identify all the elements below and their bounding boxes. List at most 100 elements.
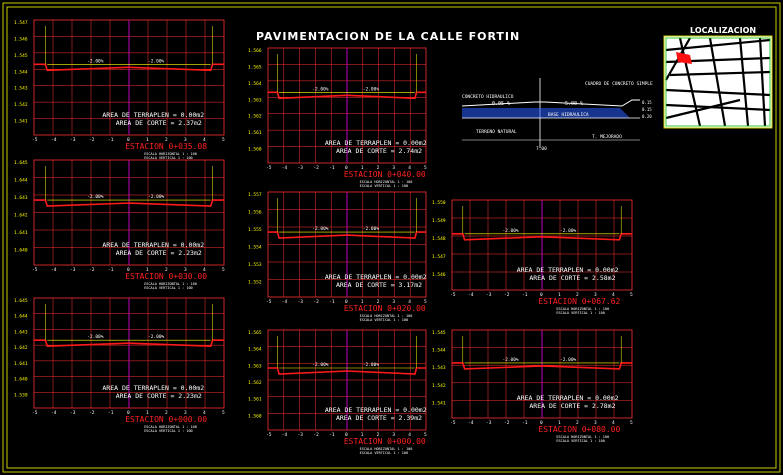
y-tick-label: 1.553 — [248, 262, 262, 268]
y-tick-label: 1.539 — [14, 392, 28, 398]
x-tick-label: 4 — [203, 137, 206, 143]
x-tick-label: -5 — [32, 410, 38, 416]
x-tick-label: 2 — [576, 292, 579, 298]
map-street — [665, 98, 741, 120]
y-tick-label: 1.640 — [14, 248, 28, 254]
typical-drainage-label: CUADRO DE CONCRETO SIMPLE — [585, 81, 653, 87]
y-tick-label: 1.544 — [14, 69, 28, 75]
slope-left-label: -2.00% — [87, 58, 104, 64]
y-tick-label: 1.547 — [14, 20, 28, 26]
y-tick-label: 1.550 — [432, 200, 446, 206]
fill-area-label: AREA DE TERRAPLEN = 0.00m2 — [517, 394, 619, 402]
typical-base-label: BASE HIDRAULICA — [548, 112, 589, 118]
x-tick-label: -5 — [450, 292, 456, 298]
x-tick-label: 2 — [576, 420, 579, 426]
y-tick-label: 1.642 — [14, 213, 28, 219]
slope-right-label: -2.00% — [363, 362, 380, 368]
station-label: ESTACION 0+080.00 — [538, 425, 620, 434]
cross-section-s3: 1.6451.6441.6431.6421.6411.640-5-4-3-2-1… — [14, 159, 225, 290]
scale-vertical: ESCALA VERTICAL 1 : 100 — [144, 156, 192, 160]
scale-horizontal: ESCALA HORIZONTAL 1 : 100 — [144, 152, 197, 156]
fill-area-label: AREA DE TERRAPLEN = 0.00m2 — [325, 406, 427, 414]
slope-right-label: -2.00% — [148, 194, 165, 200]
x-tick-label: 4 — [408, 432, 411, 438]
y-tick-label: 1.563 — [248, 97, 262, 103]
y-tick-label: 1.641 — [14, 230, 28, 236]
y-tick-label: 1.542 — [432, 383, 446, 389]
scale-vertical: ESCALA VERTICAL 1 : 100 — [360, 451, 408, 455]
x-tick-label: -4 — [51, 137, 57, 143]
station-label: ESTACION 0+040.00 — [344, 170, 426, 179]
x-tick-label: -3 — [486, 420, 492, 426]
y-tick-label: 1.541 — [432, 400, 446, 406]
y-tick-label: 1.546 — [14, 36, 28, 42]
typical-concrete-label: CONCRETO HIDRAULICO — [462, 94, 514, 100]
station-label: ESTACION 0+020.00 — [344, 304, 426, 313]
x-tick-label: 1 — [558, 292, 561, 298]
slope-right-label: -2.00% — [363, 226, 380, 232]
x-tick-label: 5 — [424, 299, 427, 305]
x-tick-label: -1 — [108, 410, 114, 416]
cross-section-s2: 1.5661.5651.5641.5631.5621.5611.560-5-4-… — [248, 47, 427, 188]
x-tick-label: 3 — [392, 299, 395, 305]
x-tick-label: -1 — [329, 432, 335, 438]
slope-left-label: -2.00% — [502, 357, 519, 363]
x-tick-label: 3 — [594, 292, 597, 298]
slope-right-label: -2.00% — [363, 86, 380, 92]
map-street — [758, 37, 767, 127]
x-tick-label: 5 — [222, 137, 225, 143]
y-tick-label: 1.552 — [248, 280, 262, 286]
x-tick-label: 5 — [222, 410, 225, 416]
y-tick-label: 1.542 — [14, 102, 28, 108]
x-tick-label: -2 — [504, 292, 510, 298]
slope-right-label: -2.00% — [560, 228, 577, 234]
slope-right-label: -2.00% — [148, 58, 165, 64]
cross-section-s1: 1.5471.5461.5451.5441.5431.5421.541-5-4-… — [14, 19, 225, 160]
y-tick-label: 1.645 — [14, 298, 28, 304]
scale-horizontal: ESCALA HORIZONTAL 1 : 100 — [556, 307, 609, 311]
x-tick-label: -2 — [89, 267, 95, 273]
x-tick-label: 2 — [165, 410, 168, 416]
y-tick-label: 1.549 — [432, 218, 446, 224]
typical-slope-label: 0.05 % — [492, 101, 510, 107]
x-tick-label: -2 — [313, 299, 319, 305]
y-tick-label: 1.644 — [14, 178, 28, 184]
x-tick-label: 2 — [377, 299, 380, 305]
x-tick-label: 0 — [127, 410, 130, 416]
x-tick-label: 1 — [146, 410, 149, 416]
station-label: ESTACION 0+067.62 — [538, 297, 620, 306]
scale-horizontal: ESCALA HORIZONTAL 1 : 100 — [144, 282, 197, 286]
x-tick-label: 4 — [408, 165, 411, 171]
x-tick-label: -4 — [282, 299, 288, 305]
x-tick-label: -4 — [51, 410, 57, 416]
y-tick-label: 1.545 — [14, 53, 28, 59]
scale-horizontal: ESCALA HORIZONTAL 1 : 100 — [360, 180, 413, 184]
station-label: ESTACION 0+030.00 — [125, 272, 207, 281]
x-tick-label: 5 — [630, 292, 633, 298]
x-tick-label: 2 — [165, 137, 168, 143]
y-tick-label: 1.640 — [14, 377, 28, 383]
scale-vertical: ESCALA VERTICAL 1 : 100 — [556, 439, 604, 443]
x-tick-label: 1 — [361, 432, 364, 438]
x-tick-label: 5 — [424, 165, 427, 171]
y-tick-label: 1.566 — [248, 48, 262, 54]
x-tick-label: -4 — [468, 292, 474, 298]
x-tick-label: 0 — [127, 267, 130, 273]
x-tick-label: -1 — [108, 267, 114, 273]
scale-horizontal: ESCALA HORIZONTAL 1 : 100 — [144, 425, 197, 429]
y-tick-label: 1.556 — [248, 210, 262, 216]
station-label: ESTACION 0+035.08 — [125, 142, 207, 151]
map-street — [669, 70, 771, 77]
x-tick-label: 3 — [184, 267, 187, 273]
typical-width-label: 5.00 % — [565, 101, 583, 107]
y-tick-label: 1.561 — [248, 397, 262, 403]
fill-area-label: AREA DE TERRAPLEN = 0.00m2 — [325, 273, 427, 281]
y-tick-label: 1.564 — [248, 347, 262, 353]
typical-improved-label: T. MEJORADO — [592, 134, 622, 140]
map-street — [738, 37, 750, 127]
x-tick-label: -1 — [522, 292, 528, 298]
x-tick-label: 0 — [345, 299, 348, 305]
scale-vertical: ESCALA VERTICAL 1 : 100 — [360, 184, 408, 188]
x-tick-label: -2 — [89, 410, 95, 416]
